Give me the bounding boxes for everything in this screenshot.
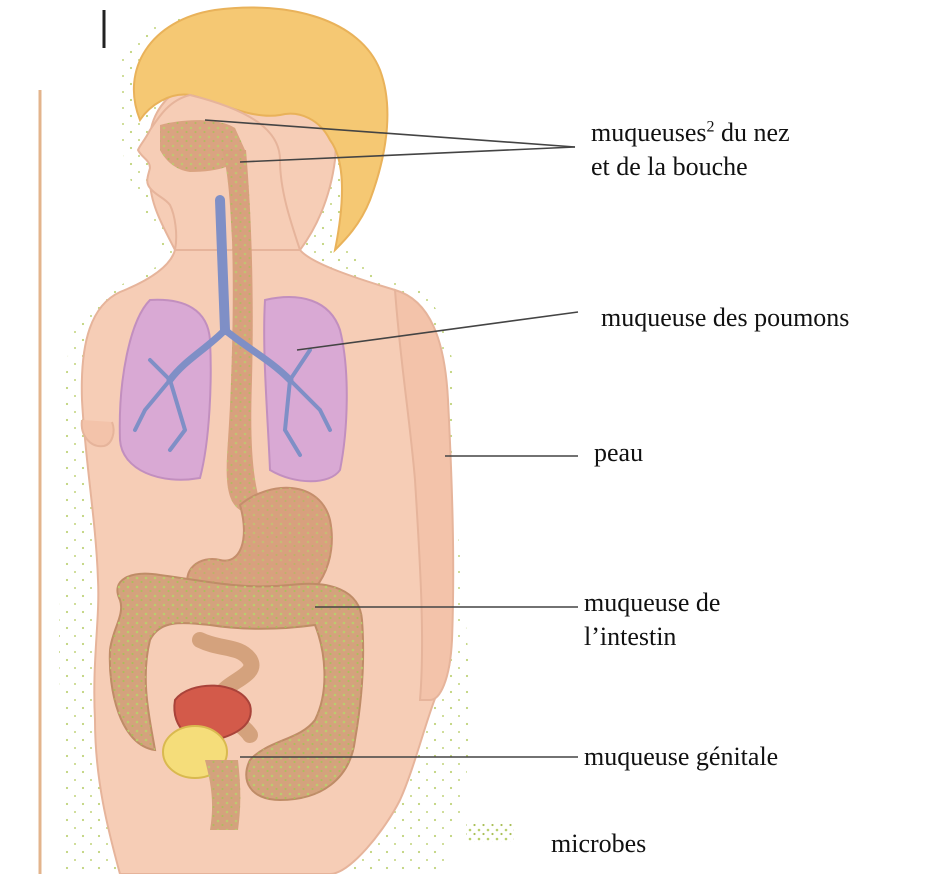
label-genital-mucosa: muqueuse génitale <box>584 740 778 774</box>
label-microbes-legend: microbes <box>551 827 646 861</box>
label-intestine-mucosa: muqueuse de l’intestin <box>584 586 720 654</box>
label-skin: peau <box>594 436 643 470</box>
right-lung <box>264 297 347 481</box>
label-lung-mucosa: muqueuse des poumons <box>601 301 849 335</box>
microbes-legend-swatch <box>466 824 514 842</box>
label-nose-mouth-mucosa: muqueuses2 du nez et de la bouche <box>591 116 790 184</box>
